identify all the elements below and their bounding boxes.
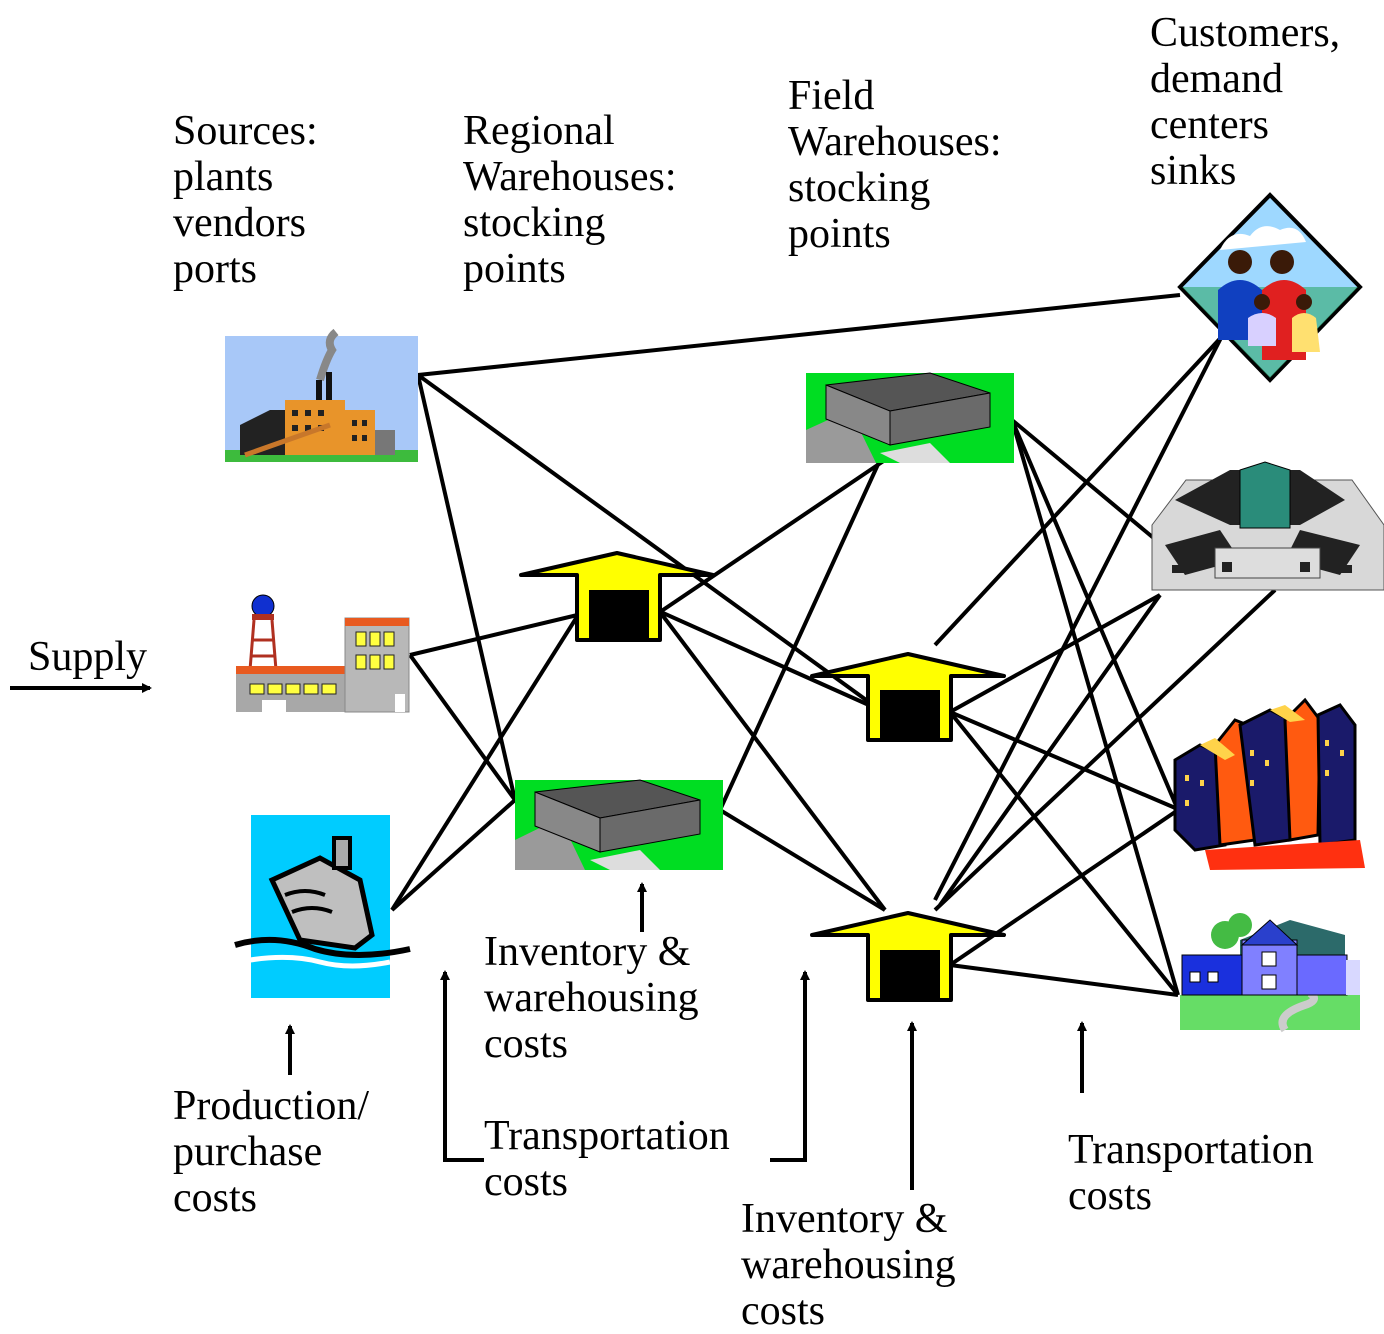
transportation-cost-label-2: Transportation costs <box>1068 1127 1314 1219</box>
transport-bracket-left <box>440 970 484 1162</box>
customers-header: Customers, demand centers sinks <box>1150 10 1341 194</box>
regional-warehouse-building <box>515 779 723 870</box>
field-warehouses-header: Field Warehouses: stocking points <box>788 73 1002 257</box>
family-icon <box>1177 192 1363 383</box>
field-inventory-cost-label: Inventory & warehousing costs <box>741 1196 956 1334</box>
cost-arrows <box>10 683 1087 1190</box>
field-warehouse-arrow-1 <box>810 652 1006 742</box>
factory-icon <box>225 328 418 462</box>
plant-icon <box>236 594 410 713</box>
production-cost-label: Production/ purchase costs <box>173 1083 369 1221</box>
house-icon <box>1180 913 1360 1033</box>
transportation-cost-label-1: Transportation costs <box>484 1113 730 1205</box>
regional-warehouses-header: Regional Warehouses: stocking points <box>463 108 677 292</box>
network-links <box>390 293 1277 997</box>
city-icon <box>1173 697 1365 870</box>
transport-bracket-right <box>770 970 810 1162</box>
sources-header: Sources: plants vendors ports <box>173 108 318 292</box>
field-warehouse-building <box>806 372 1014 463</box>
supply-label: Supply <box>28 634 148 680</box>
regional-inventory-cost-label: Inventory & warehousing costs <box>484 929 699 1067</box>
mall-icon <box>1151 461 1384 591</box>
regional-warehouse-arrow-1 <box>519 551 715 642</box>
ship-icon <box>234 815 411 998</box>
field-warehouse-arrow-2 <box>810 911 1006 1002</box>
